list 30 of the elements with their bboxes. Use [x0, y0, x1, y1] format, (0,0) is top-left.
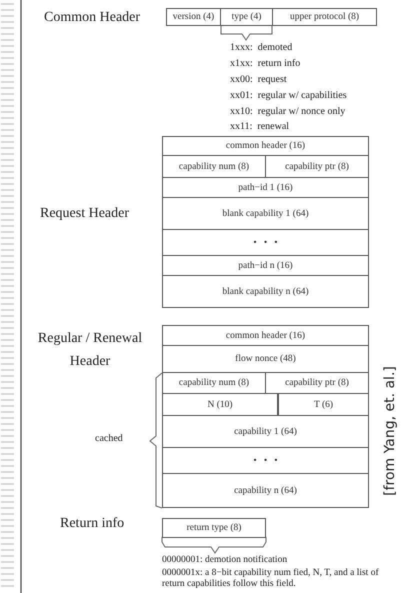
code-note: 00000001: demotion notification	[162, 555, 288, 565]
header-field: • • •	[162, 447, 369, 474]
type-code: x1xx: return info	[230, 58, 302, 69]
header-field: blank capability 1 (64)	[162, 197, 369, 230]
code-note: 0000001x: a 8−bit capability num fied, N, T, and a list of return capabilities follow this field.	[162, 568, 380, 590]
header-field: version (4)	[166, 8, 221, 26]
header-field: common header (16)	[162, 136, 369, 156]
note: [from Yang, et. al.]	[382, 365, 398, 498]
header-field: blank capability n (64)	[162, 275, 369, 308]
section-title: Return info	[60, 516, 126, 532]
header-field: • • •	[162, 229, 369, 256]
type-code: xx11: renewal	[230, 121, 290, 132]
type-code: xx01: regular w/ capabilities	[230, 90, 348, 101]
section-title: Regular / Renewal Header	[36, 330, 144, 371]
header-field: type (4)	[220, 8, 273, 26]
header-field: capability 1 (64)	[162, 415, 369, 448]
header-field: path−id 1 (16)	[162, 177, 369, 198]
type-code: 1xxx: demoted	[230, 42, 294, 53]
header-field: flow nonce (48)	[162, 345, 369, 373]
type-code: xx00: request	[230, 74, 288, 85]
section-title: Request Header	[40, 206, 130, 222]
header-field: capability n (64)	[162, 473, 369, 508]
header-field: upper protocol (8)	[272, 8, 377, 26]
type-code: xx10: regular w/ nonce only	[230, 106, 346, 117]
bracket-label: cached	[95, 433, 124, 444]
section-title: Common Header	[44, 10, 142, 26]
header-field: T (6)	[277, 393, 369, 416]
header-field: common header (16)	[162, 325, 369, 346]
header-field: path−id n (16)	[162, 255, 369, 276]
header-field: return type (8)	[162, 518, 266, 538]
